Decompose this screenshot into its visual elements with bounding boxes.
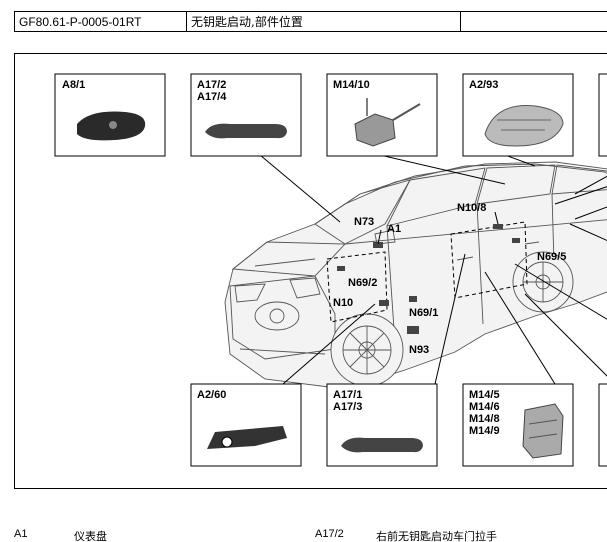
svg-text:A17/2: A17/2 xyxy=(197,79,226,91)
n69-5-marker xyxy=(512,238,520,243)
svg-text:A1: A1 xyxy=(387,223,401,235)
lock-actuator-image xyxy=(523,404,563,458)
callout-partial-right-bottom xyxy=(599,384,607,466)
callout-m14-5-to-9: M14/5 M14/6 M14/8 M14/9 xyxy=(463,384,573,466)
legend-desc: 仪表盘 xyxy=(74,528,107,542)
callout-a8-1: A8/1 xyxy=(55,74,165,156)
svg-text:N69/1: N69/1 xyxy=(409,307,438,319)
svg-text:A17/3: A17/3 xyxy=(333,401,362,413)
legend-code: A1 xyxy=(14,528,27,540)
legend-desc: 右前无钥匙启动车门拉手 xyxy=(376,528,497,542)
door-handle-image-rear xyxy=(341,438,423,453)
svg-text:N10: N10 xyxy=(333,297,353,309)
n69-1-marker xyxy=(409,296,417,302)
svg-text:A2/60: A2/60 xyxy=(197,389,226,401)
n10-8-marker xyxy=(493,224,503,229)
svg-text:N69/5: N69/5 xyxy=(537,251,566,263)
svg-text:A17/1: A17/1 xyxy=(333,389,362,401)
svg-text:A17/4: A17/4 xyxy=(197,91,227,103)
legend: A1 仪表盘 A17/2 右前无钥匙启动车门拉手 xyxy=(14,528,607,542)
legend-code: A17/2 xyxy=(315,528,344,540)
header-table: GF80.61-P-0005-01RT 无钥匙启动,部件位置 xyxy=(14,11,607,32)
svg-text:M14/10: M14/10 xyxy=(333,79,370,91)
figure-svg: A8/1 A17/2 A17/4 M14/10 A2/93 xyxy=(15,54,607,489)
svg-text:M14/8: M14/8 xyxy=(469,413,500,425)
header-empty-cell xyxy=(461,12,607,32)
n93-marker xyxy=(407,326,419,334)
callout-m14-10: M14/10 xyxy=(327,74,437,156)
doc-title: 无钥匙启动,部件位置 xyxy=(187,12,461,32)
callout-a2-93: A2/93 xyxy=(463,74,573,156)
svg-text:N93: N93 xyxy=(409,344,429,356)
svg-text:N10/8: N10/8 xyxy=(457,202,486,214)
doc-id: GF80.61-P-0005-01RT xyxy=(15,12,187,32)
callout-a17-1-a17-3: A17/1 A17/3 xyxy=(327,384,437,466)
svg-text:A2/93: A2/93 xyxy=(469,79,498,91)
n10-marker xyxy=(379,300,389,306)
svg-text:N73: N73 xyxy=(354,216,374,228)
svg-text:M14/9: M14/9 xyxy=(469,425,500,437)
callout-a2-60: A2/60 xyxy=(191,384,301,466)
svg-text:N69/2: N69/2 xyxy=(348,277,377,289)
n69-2-marker xyxy=(337,266,345,271)
svg-text:M14/6: M14/6 xyxy=(469,401,500,413)
callout-partial-right xyxy=(599,74,607,156)
callout-a17-2-a17-4: A17/2 A17/4 xyxy=(191,74,301,156)
svg-text:M14/5: M14/5 xyxy=(469,389,500,401)
component-location-figure: A8/1 A17/2 A17/4 M14/10 A2/93 xyxy=(14,53,607,489)
door-handle-image-front xyxy=(205,124,287,139)
svg-text:A8/1: A8/1 xyxy=(62,79,85,91)
